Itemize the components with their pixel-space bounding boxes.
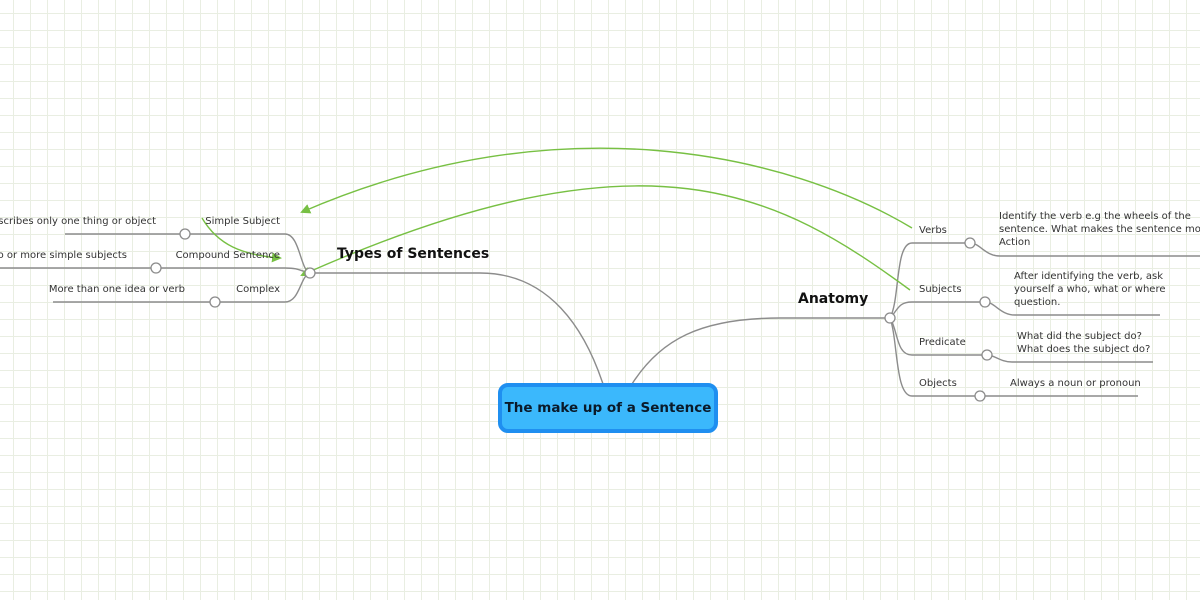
node-verbs[interactable]: Verbs: [919, 225, 947, 236]
collapse-hook-simple-subject[interactable]: [179, 228, 191, 240]
branch-title-anatomy[interactable]: Anatomy: [798, 291, 868, 307]
node-simple-subject[interactable]: Simple Subject: [205, 216, 280, 227]
detail-subjects-line-1: After identifying the verb, ask: [1014, 271, 1163, 282]
detail-compound-sentence[interactable]: wo or more simple subjects: [0, 250, 127, 261]
collapse-hook-types[interactable]: [304, 267, 316, 279]
collapse-hook-compound-sentence[interactable]: [150, 262, 162, 274]
detail-complex[interactable]: More than one idea or verb: [49, 284, 185, 295]
central-topic-label: The make up of a Sentence: [504, 400, 712, 416]
detail-predicate-line-1: What did the subject do?: [1017, 331, 1142, 342]
collapse-hook-predicate[interactable]: [981, 349, 993, 361]
connector-objects: [889, 317, 1138, 397]
node-compound-sentence[interactable]: Compound Sentence: [176, 250, 280, 261]
node-predicate[interactable]: Predicate: [919, 337, 966, 348]
connector-central-to-types: [310, 272, 604, 385]
detail-predicate-line-2: What does the subject do?: [1017, 344, 1150, 355]
detail-objects[interactable]: Always a noun or pronoun: [1010, 378, 1141, 389]
relationship-verbs-to-simple-subject: [300, 147, 913, 229]
detail-subjects-line-3: question.: [1014, 297, 1060, 308]
detail-simple-subject[interactable]: Describes only one thing or object: [0, 216, 156, 227]
central-topic[interactable]: The make up of a Sentence: [498, 383, 718, 433]
node-subjects[interactable]: Subjects: [919, 284, 962, 295]
collapse-hook-subjects[interactable]: [979, 296, 991, 308]
collapse-hook-anatomy[interactable]: [884, 312, 896, 324]
detail-predicate[interactable]: What did the subject do? What does the s…: [1017, 331, 1150, 355]
relationship-simple-to-compound: [201, 217, 282, 263]
branch-title-types-of-sentences[interactable]: Types of Sentences: [337, 246, 489, 262]
collapse-hook-complex[interactable]: [209, 296, 221, 308]
detail-verbs-line-3: Action: [999, 237, 1030, 248]
detail-subjects[interactable]: After identifying the verb, ask yourself…: [1014, 271, 1169, 308]
connector-verbs: [889, 242, 1200, 319]
collapse-hook-objects[interactable]: [974, 390, 986, 402]
collapse-hook-verbs[interactable]: [964, 237, 976, 249]
connector-central-to-anatomy: [631, 317, 890, 385]
detail-verbs-line-1: Identify the verb e.g the wheels of the: [999, 211, 1191, 222]
relationship-subjects-to-compound: [300, 185, 911, 291]
detail-subjects-line-2: yourself a who, what or where: [1014, 284, 1166, 295]
detail-verbs-line-2: sentence. What makes the sentence move: [999, 224, 1200, 235]
node-objects[interactable]: Objects: [919, 378, 957, 389]
node-complex[interactable]: Complex: [236, 284, 280, 295]
detail-verbs[interactable]: Identify the verb e.g the wheels of the …: [999, 211, 1200, 248]
